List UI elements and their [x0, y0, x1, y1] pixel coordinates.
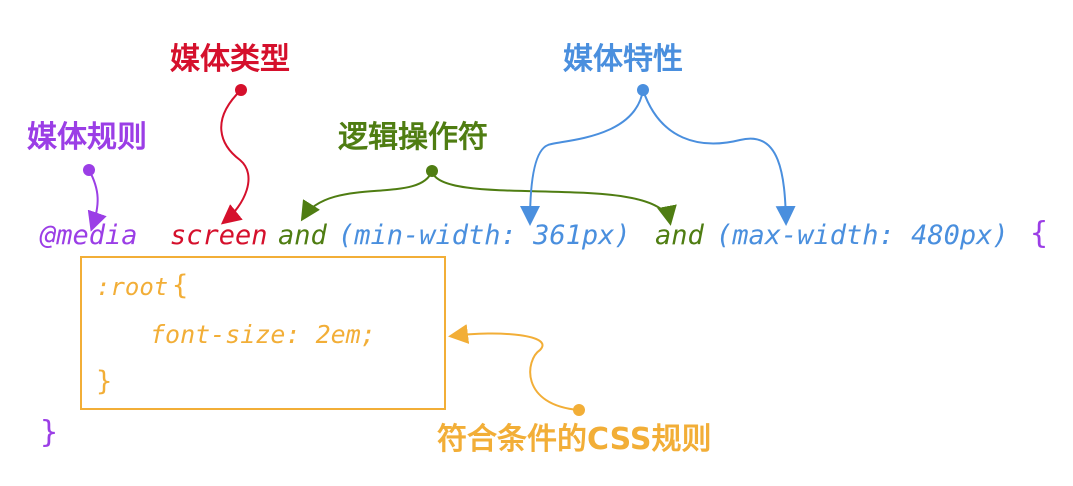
- logical-op-arrow-right: [431, 170, 677, 226]
- code-feature-min-width: (min-width: 361px): [338, 220, 631, 251]
- code-root-selector: :root: [96, 273, 169, 301]
- matching-css-rule-box: [80, 256, 446, 410]
- media-type-label: 媒体类型: [170, 42, 290, 77]
- code-feature-max-width: (max-width: 480px): [716, 220, 1009, 251]
- code-close-brace: }: [40, 415, 59, 450]
- code-screen: screen: [170, 220, 268, 251]
- media-feature-arrow-left: [520, 89, 644, 226]
- matching-css-rule-label: 符合条件的CSS规则: [437, 422, 712, 457]
- code-at-media: @media: [40, 220, 138, 251]
- media-type-arrow: [220, 89, 250, 225]
- media-feature-label: 媒体特性: [563, 42, 683, 77]
- code-and-1: and: [278, 220, 327, 251]
- media-feature-arrow-right: [642, 89, 796, 226]
- code-declaration: font-size: 2em;: [150, 320, 376, 349]
- code-root-open-brace: {: [172, 270, 189, 301]
- media-rule-label: 媒体规则: [27, 120, 147, 155]
- logical-op-label: 逻辑操作符: [338, 120, 488, 155]
- logical-op-arrow-left: [300, 170, 433, 222]
- code-root-close-brace: }: [96, 366, 113, 397]
- code-open-brace: {: [1030, 216, 1049, 251]
- media-rule-arrow: [87, 169, 107, 232]
- code-and-2: and: [655, 220, 704, 251]
- css-rule-arrow: [448, 324, 580, 411]
